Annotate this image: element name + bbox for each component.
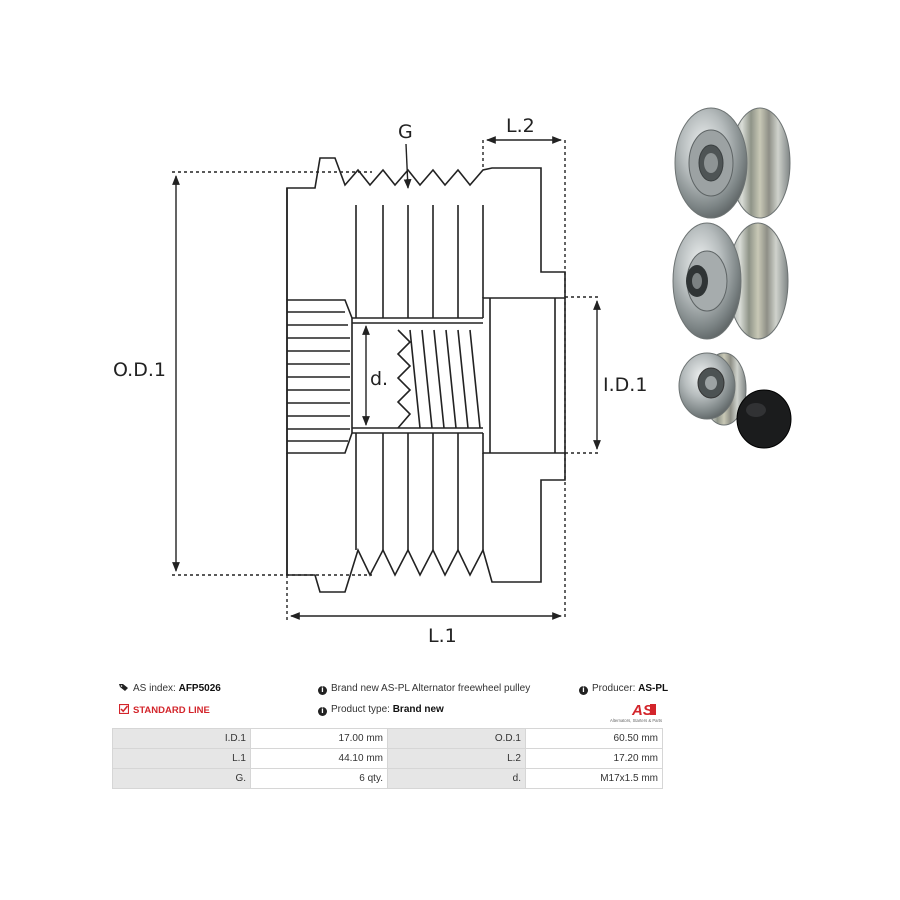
as-index-line: AS index: AFP5026	[119, 683, 221, 696]
standard-line-badge: STANDARD LINE	[118, 703, 210, 718]
pulley-section-outline	[286, 157, 566, 593]
spec-label: I.D.1	[112, 728, 251, 749]
id1-label: I.D.1	[603, 374, 647, 396]
l2-label: L.2	[506, 115, 535, 137]
spec-value: 17.20 mm	[525, 748, 663, 769]
standard-line-label: STANDARD LINE	[133, 705, 210, 716]
product-type-line: i Product type: Brand new	[318, 704, 444, 716]
spec-value: M17x1.5 mm	[525, 768, 663, 789]
table-row: L.1 44.10 mm L.2 17.20 mm	[112, 748, 663, 769]
description-line: i Brand new AS-PL Alternator freewheel pu…	[318, 683, 530, 695]
spec-label: L.2	[387, 748, 526, 769]
spec-label: L.1	[112, 748, 251, 769]
d-label: d.	[370, 368, 388, 390]
producer-label: Producer:	[592, 683, 636, 694]
pulley-technical-drawing: O.D.1 I.D.1 L.1 L.2 G d.	[113, 107, 792, 647]
logo-tagline: Alternators, Starters & Parts	[610, 718, 662, 723]
pulley-cap-photo	[736, 389, 792, 449]
table-row: G. 6 qty. d. M17x1.5 mm	[112, 768, 663, 789]
pulley-photo-small	[678, 352, 747, 426]
extension-lines	[172, 140, 600, 620]
tag-icon	[119, 683, 129, 696]
od1-label: O.D.1	[113, 359, 166, 381]
spec-label: O.D.1	[387, 728, 526, 749]
spec-value: 60.50 mm	[525, 728, 663, 749]
as-pl-logo: AS Alternators, Starters & Parts	[606, 700, 666, 724]
dimension-lines	[172, 136, 601, 620]
l1-label: L.1	[428, 625, 457, 647]
as-index-value: AFP5026	[178, 683, 221, 694]
info-icon: i	[318, 686, 327, 695]
product-type-value: Brand new	[392, 704, 444, 715]
product-type-label: Product type:	[331, 704, 390, 715]
specs-table: I.D.1 17.00 mm O.D.1 60.50 mm L.1 44.10 …	[112, 728, 663, 789]
producer-line: i Producer: AS-PL	[579, 683, 668, 695]
spec-label: d.	[387, 768, 526, 789]
spec-label: G.	[112, 768, 251, 789]
producer-value: AS-PL	[638, 683, 669, 694]
specs-table-body: I.D.1 17.00 mm O.D.1 60.50 mm L.1 44.10 …	[112, 728, 663, 789]
g-label: G	[398, 121, 413, 143]
g-leader-line	[403, 143, 412, 189]
spec-value: 17.00 mm	[250, 728, 388, 749]
description-text: Brand new AS-PL Alternator freewheel pul…	[331, 683, 531, 694]
logo-text: AS	[631, 702, 653, 719]
spec-value: 6 qty.	[250, 768, 388, 789]
checkbox-icon	[118, 703, 130, 718]
info-icon: i	[579, 686, 588, 695]
as-index-label: AS index:	[133, 683, 176, 694]
info-icon: i	[318, 707, 327, 716]
pulley-photo-front	[674, 107, 791, 219]
spec-value: 44.10 mm	[250, 748, 388, 769]
pulley-photo-rear	[672, 222, 789, 340]
table-row: I.D.1 17.00 mm O.D.1 60.50 mm	[112, 728, 663, 749]
